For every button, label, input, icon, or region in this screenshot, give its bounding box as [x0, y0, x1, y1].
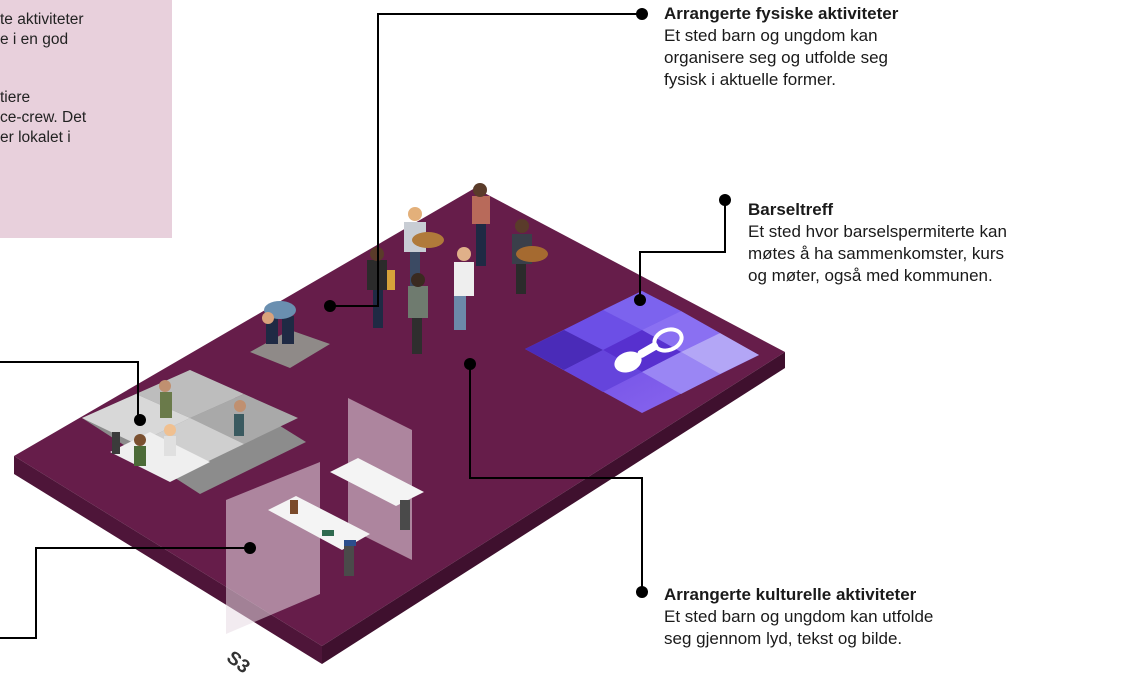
label-desc-line: seg gjennom lyd, tekst og bilde. [664, 629, 903, 648]
label-title: Arrangerte kulturelle aktiviteter [664, 585, 917, 604]
callout-meeting [0, 361, 146, 426]
info-text-line: tiere [0, 89, 31, 106]
info-text-line: te aktiviteter [0, 11, 84, 28]
label-title: Barseltreff [748, 200, 834, 219]
label-desc-line: Et sted barn og ungdom kan utfolde [664, 607, 934, 626]
info-text-line: er lokalet i [0, 129, 71, 146]
label-desc-line: Et sted hvor barselspermiterte kan [748, 222, 1007, 241]
label-desc-line: Et sted barn og ungdom kan [664, 26, 878, 45]
label-desc-line: møtes å ha sammenkomster, kurs [748, 244, 1005, 263]
info-panel: te aktiviteter e i en god tiere ce-crew.… [0, 0, 172, 238]
person-exercising [262, 301, 296, 344]
callout-fysiske [324, 8, 648, 312]
info-text-line: ce-crew. Det [0, 109, 87, 126]
musicians-group [367, 183, 548, 354]
callout-kulturelle [464, 358, 648, 598]
pacifier-icon [614, 327, 684, 373]
label-fysiske-aktiviteter: Arrangerte fysiske aktiviteter Et sted b… [664, 3, 898, 91]
label-barseltreff: Barseltreff Et sted hvor barselspermiter… [748, 199, 1007, 287]
study-area [226, 398, 424, 634]
label-desc-line: fysisk i aktuelle former. [664, 70, 836, 89]
label-kulturelle-aktiviteter: Arrangerte kulturelle aktiviteter Et ste… [664, 584, 933, 650]
callout-barsel [634, 194, 731, 306]
label-title: Arrangerte fysiske aktiviteter [664, 4, 899, 23]
label-desc-line: organisere seg og utfolde seg [664, 48, 888, 67]
label-desc-line: og møter, også med kommunen. [748, 266, 993, 285]
callout-study [0, 542, 256, 639]
exercise-mat [250, 330, 330, 368]
info-text-line: e i en god [0, 31, 69, 48]
